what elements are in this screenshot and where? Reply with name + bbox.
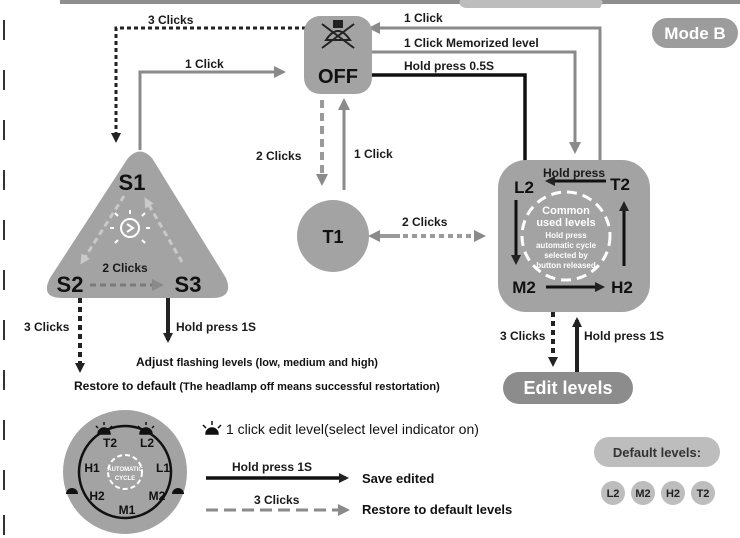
s3-label: S3 <box>175 272 202 297</box>
top-strip <box>60 0 740 4</box>
flash-bulb-icon <box>110 210 150 244</box>
restore-note: Restore to default (The headlamp off mea… <box>74 379 440 393</box>
dial-l2: L2 <box>140 436 154 450</box>
default-level-t2: T2 <box>697 488 710 500</box>
legend-clicks-label: 3 Clicks <box>254 493 300 507</box>
adjust-note: Adjust flashing levels (low, medium and … <box>136 355 378 369</box>
label-s3-down: Hold press 1S <box>176 320 256 334</box>
label-s1-to-off: 1 Click <box>185 57 224 71</box>
dial-h2: H2 <box>89 489 105 503</box>
legend-hold-label: Hold press 1S <box>232 460 312 474</box>
legend-save-text: Save edited <box>362 471 434 486</box>
arrow-levels-to-off <box>368 22 602 162</box>
cycle-line-1: Hold press <box>545 231 587 240</box>
top-tab <box>459 0 603 8</box>
level-h2: H2 <box>611 278 633 297</box>
edit-levels-button[interactable]: Edit levels <box>503 372 633 404</box>
cycle-line-2: automatic cycle <box>536 241 597 250</box>
arrow-s3-to-s1 <box>144 197 184 263</box>
t1-node-label: T1 <box>322 227 343 247</box>
label-off-hold: Hold press 0.5S <box>404 59 494 73</box>
default-level-m2: M2 <box>635 488 650 500</box>
common-title-2: used levels <box>536 217 595 229</box>
indicator-icon-tl <box>95 422 113 435</box>
off-node-label: OFF <box>318 66 358 88</box>
default-levels-title: Default levels: <box>613 445 701 460</box>
restore-note-main: Restore to default <box>74 379 179 393</box>
dial-center-1: AUTOMATIC <box>107 467 143 473</box>
label-edit-up: Hold press 1S <box>584 329 664 343</box>
label-levels-down: 3 Clicks <box>500 329 546 343</box>
strobe-triangle: S1 S2 S3 2 Clicks <box>46 151 229 298</box>
dial-center-2: CYCLE <box>115 476 135 482</box>
arrow-s1-to-off <box>138 66 286 150</box>
restore-note-rest: (The headlamp off means successful resto… <box>179 381 440 393</box>
label-off-to-s1: 3 Clicks <box>148 13 194 27</box>
default-level-chip: M2 <box>631 481 655 505</box>
cycle-dashed-ring <box>520 190 612 282</box>
default-levels-panel: Default levels: L2 M2 H2 T2 <box>594 437 720 505</box>
adjust-note-rest: flashing levels (low, medium and high) <box>177 357 379 369</box>
level-dial: T2 L2 H1 L1 H2 M2 M1 AUTOMATIC CYCLE <box>63 410 187 534</box>
dial-t2: T2 <box>103 436 117 450</box>
default-level-chip: T2 <box>691 481 715 505</box>
label-s2-down: 3 Clicks <box>24 320 70 334</box>
dial-m2: M2 <box>149 489 166 503</box>
label-off-to-levels-memorized: 1 Click Memorized level <box>404 36 539 50</box>
mode-badge-label: Mode B <box>664 24 725 43</box>
adjust-note-main: Adjust <box>136 355 177 369</box>
arrow-off-to-levels-memorized <box>372 50 581 154</box>
triangle-inner-label: 2 Clicks <box>102 261 148 275</box>
dial-l1: L1 <box>156 461 170 475</box>
dial-m1: M1 <box>119 503 136 517</box>
indicator-icon-bl <box>66 488 78 494</box>
label-levels-to-off: 1 Click <box>404 11 443 25</box>
label-off-to-t1: 2 Clicks <box>256 149 302 163</box>
mode-badge: Mode B <box>652 18 738 48</box>
level-l2: L2 <box>514 178 534 197</box>
dial-h1: H1 <box>84 461 100 475</box>
default-level-l2: L2 <box>607 488 620 500</box>
off-node[interactable]: OFF <box>304 16 372 94</box>
legend-restore-text: Restore to default levels <box>362 502 512 517</box>
common-title-1: Common <box>542 205 590 217</box>
cycle-line-3: selected by <box>544 251 588 260</box>
arrow-s1-to-s2 <box>80 195 126 265</box>
arrow-off-to-s1 <box>111 26 306 143</box>
label-t1-levels: 2 Clicks <box>402 215 448 229</box>
indicator-icon-tr <box>137 422 155 435</box>
indicator-on-icon <box>202 421 222 435</box>
level-m2: M2 <box>512 278 536 297</box>
default-level-chip: H2 <box>661 481 685 505</box>
indicator-icon-br <box>172 488 184 494</box>
arrow-off-hold-to-l2 <box>372 73 530 173</box>
level-t2: T2 <box>610 175 630 194</box>
s2-label: S2 <box>57 272 84 297</box>
levels-hold-label: Hold press <box>543 166 605 180</box>
default-level-h2: H2 <box>666 488 680 500</box>
lamp-off-icon <box>321 20 355 49</box>
edit-levels-label: Edit levels <box>523 378 612 398</box>
s1-label: S1 <box>119 170 146 195</box>
cycle-line-4: button released <box>536 261 596 270</box>
default-level-chip: L2 <box>601 481 625 505</box>
t1-node[interactable]: T1 <box>297 200 369 272</box>
indicator-legend-text: 1 click edit level(select level indicato… <box>226 421 479 437</box>
label-t1-to-off: 1 Click <box>354 147 393 161</box>
levels-box: L2 T2 M2 H2 Hold press Common used level… <box>498 160 650 312</box>
